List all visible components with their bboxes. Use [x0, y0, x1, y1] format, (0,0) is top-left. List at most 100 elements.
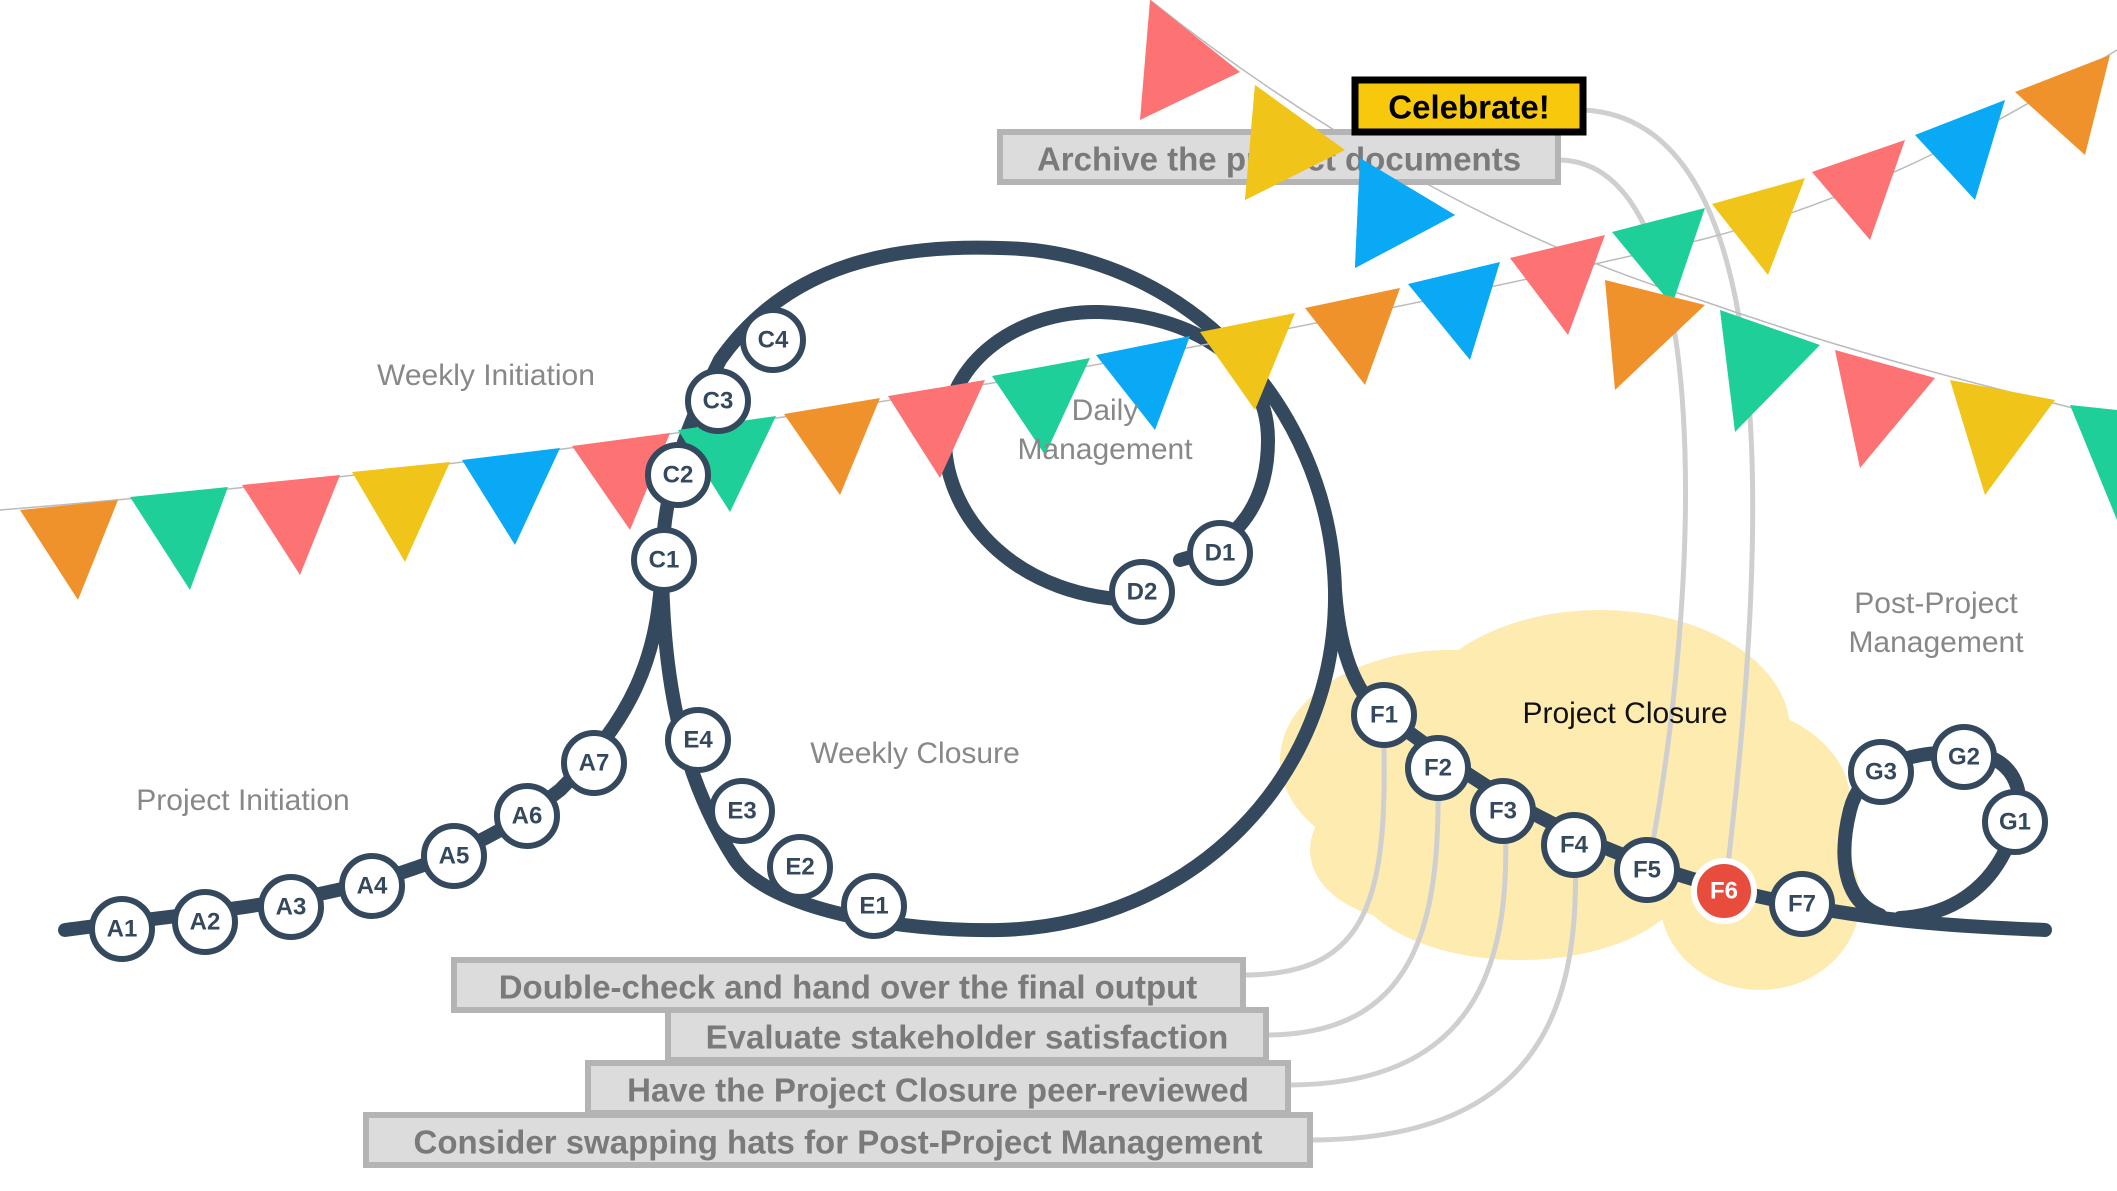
flag: [1408, 262, 1500, 360]
flag: [1355, 158, 1455, 268]
flag: [2070, 405, 2117, 520]
label-daily-management-2: Management: [1017, 433, 1193, 466]
node-A5[interactable]: A5: [421, 823, 487, 889]
node-E1[interactable]: E1: [841, 873, 907, 939]
flag: [678, 416, 776, 512]
flag: [2015, 55, 2110, 155]
node-A2[interactable]: A2: [172, 889, 238, 955]
nodes: A1 A2 A3 A4 A5 A6 A7 C1 C2 C3 C4 D1 D2 E…: [89, 307, 2048, 962]
svg-text:G2: G2: [1948, 744, 1980, 771]
flag: [1950, 380, 2055, 495]
svg-text:F2: F2: [1424, 755, 1452, 782]
flag: [1140, 0, 1240, 120]
node-F4[interactable]: F4: [1541, 812, 1607, 878]
flag: [1835, 350, 1935, 468]
flag: [1305, 288, 1400, 385]
flag: [1612, 208, 1705, 305]
label-weekly-closure: Weekly Closure: [810, 737, 1020, 770]
task-swap-hats[interactable]: Consider swapping hats for Post-Project …: [363, 1112, 1313, 1168]
label-project-initiation: Project Initiation: [136, 784, 349, 817]
node-E4[interactable]: E4: [665, 707, 731, 773]
svg-text:G1: G1: [1999, 809, 2031, 836]
task-celebrate[interactable]: Celebrate!: [1351, 76, 1587, 136]
flag: [352, 462, 450, 562]
node-C1[interactable]: C1: [631, 527, 697, 593]
node-G1[interactable]: G1: [1982, 789, 2048, 855]
task-peer-review[interactable]: Have the Project Closure peer-reviewed: [585, 1060, 1291, 1116]
phase-labels: Project Initiation Weekly Initiation Dai…: [136, 359, 2024, 817]
connector-swap-hats: [1309, 844, 1579, 1143]
node-A4[interactable]: A4: [339, 853, 405, 919]
svg-text:F3: F3: [1489, 798, 1517, 825]
flag: [130, 487, 228, 590]
node-D1[interactable]: D1: [1187, 520, 1253, 586]
svg-text:E4: E4: [683, 727, 713, 754]
node-A6[interactable]: A6: [494, 783, 560, 849]
flag: [1605, 280, 1705, 390]
connector-double-check: [1242, 714, 1387, 978]
top-tasks: Archive the project documents Celebrate!: [997, 76, 1587, 268]
node-G3[interactable]: G3: [1848, 739, 1914, 805]
project-closure-highlight: [1280, 610, 1860, 990]
flag: [462, 448, 560, 545]
svg-text:A5: A5: [439, 843, 470, 870]
node-F7[interactable]: F7: [1769, 871, 1835, 937]
svg-text:A1: A1: [107, 916, 138, 943]
flag: [20, 500, 118, 600]
node-C2[interactable]: C2: [645, 442, 711, 508]
svg-text:C1: C1: [649, 547, 680, 574]
node-D2[interactable]: D2: [1109, 559, 1175, 625]
node-F5[interactable]: F5: [1614, 837, 1680, 903]
node-E3[interactable]: E3: [709, 778, 775, 844]
bunting: [0, 0, 2117, 600]
flag: [784, 398, 880, 495]
svg-text:C3: C3: [703, 388, 734, 415]
flag: [888, 380, 985, 478]
flag: [1510, 235, 1605, 335]
svg-text:C4: C4: [758, 327, 789, 354]
svg-text:Celebrate!: Celebrate!: [1388, 89, 1549, 126]
label-daily-management-1: Daily: [1072, 394, 1139, 427]
svg-text:D1: D1: [1205, 540, 1236, 567]
task-list: Double-check and hand over the final out…: [363, 957, 1313, 1168]
node-C3[interactable]: C3: [685, 368, 751, 434]
task-double-check[interactable]: Double-check and hand over the final out…: [451, 957, 1246, 1013]
node-F6-active[interactable]: F6: [1691, 858, 1757, 924]
svg-text:E3: E3: [727, 798, 756, 825]
svg-text:A7: A7: [579, 750, 610, 777]
task-evaluate[interactable]: Evaluate stakeholder satisfaction: [665, 1007, 1269, 1063]
svg-text:D2: D2: [1127, 579, 1158, 606]
svg-text:A6: A6: [512, 803, 543, 830]
svg-text:Double-check and hand over the: Double-check and hand over the final out…: [499, 969, 1198, 1006]
track-daily-loop: [937, 304, 1276, 607]
svg-text:Consider swapping hats for Pos: Consider swapping hats for Post-Project …: [414, 1124, 1263, 1161]
node-A3[interactable]: A3: [258, 874, 324, 940]
flag: [1096, 336, 1190, 430]
node-G2[interactable]: G2: [1931, 724, 1997, 790]
node-F3[interactable]: F3: [1470, 778, 1536, 844]
svg-text:A4: A4: [357, 873, 388, 900]
label-project-closure: Project Closure: [1522, 697, 1727, 730]
label-post-project-2: Management: [1848, 626, 2024, 659]
flag: [1812, 140, 1905, 240]
node-C4[interactable]: C4: [740, 307, 806, 373]
flag: [572, 433, 670, 530]
flag: [1915, 100, 2005, 200]
flag: [1245, 85, 1345, 200]
node-A7[interactable]: A7: [561, 730, 627, 796]
svg-text:C2: C2: [663, 462, 694, 489]
node-E2[interactable]: E2: [767, 834, 833, 900]
flag: [1720, 310, 1820, 432]
svg-text:Evaluate stakeholder satisfact: Evaluate stakeholder satisfaction: [706, 1019, 1229, 1056]
svg-text:F7: F7: [1788, 891, 1816, 918]
node-A1[interactable]: A1: [89, 896, 155, 962]
svg-text:F6: F6: [1710, 878, 1738, 905]
node-F2[interactable]: F2: [1405, 735, 1471, 801]
connector-evaluate: [1265, 767, 1441, 1038]
svg-text:Have the Project Closure peer-: Have the Project Closure peer-reviewed: [627, 1072, 1249, 1109]
node-F1[interactable]: F1: [1351, 682, 1417, 748]
svg-text:G3: G3: [1865, 759, 1897, 786]
flag: [1200, 313, 1295, 410]
svg-text:F1: F1: [1370, 702, 1398, 729]
